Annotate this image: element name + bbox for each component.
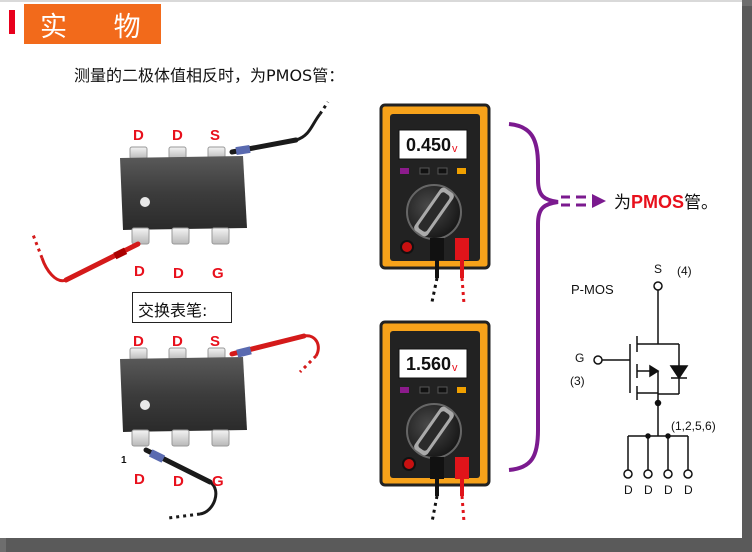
schematic-drain-pins: (1,2,5,6) [671, 419, 716, 433]
slide-shadow-right [742, 6, 752, 552]
chip-bottom-pin [171, 429, 190, 447]
chip-bottom-label-pin-4: D [134, 471, 145, 488]
chip-bottom-label-pin-1: D [133, 333, 144, 350]
schematic-drain-label-4: D [684, 483, 693, 497]
meter-bottom-reading: 1.560 [406, 354, 452, 374]
chip-bottom [120, 347, 247, 447]
curly-brace [508, 122, 559, 472]
chip-top-label-pin-6: G [212, 265, 224, 282]
schematic-type-label: P-MOS [571, 282, 614, 297]
source-terminal [653, 281, 663, 291]
probe-black-top [229, 101, 330, 156]
title-banner [24, 4, 161, 44]
chip-bottom-label-pin-2: D [172, 333, 183, 350]
chip-top-pin [129, 146, 148, 160]
chip-top [120, 146, 247, 245]
chip-top-label-pin-4: D [134, 263, 145, 280]
chip-top-label-pin-5: D [173, 265, 184, 282]
gate-terminal [593, 355, 603, 365]
result-suffix: 管。 [684, 193, 719, 213]
result-prefix: 为 [614, 193, 631, 213]
chip-top-dot [140, 197, 150, 207]
slide-title: 实 物 [40, 12, 160, 43]
multimeter-top [379, 103, 491, 305]
result-text: 为PMOS管。 [614, 188, 718, 213]
chip-top-label-pin-3: S [210, 127, 221, 144]
arrow-icon [561, 194, 606, 208]
chip-top-pin [131, 227, 150, 245]
probe-red-top [30, 231, 141, 283]
schematic-drain-label-2: D [644, 483, 653, 497]
chip-bottom-label-pin-6: G [212, 473, 224, 490]
chip-bottom-body [120, 357, 247, 432]
chip-bottom-pin1-marker: 1 [121, 455, 127, 466]
chip-bottom-pin [131, 429, 150, 447]
schematic-source-pin: (4) [677, 264, 692, 278]
probe-red-bottom [229, 333, 320, 374]
result-highlight: PMOS [631, 192, 685, 212]
meter-top-unit: v [452, 143, 458, 155]
schematic-source-label: S [654, 262, 663, 276]
multimeter-bottom [379, 320, 491, 523]
chip-bottom-dot [140, 400, 150, 410]
slide: 实 物 测量的二极体值相反时，为PMOS管： [0, 0, 742, 538]
chip-bottom-label-pin-3: S [210, 333, 221, 350]
meter-bottom-unit: v [452, 362, 458, 374]
chip-bottom-pin [211, 429, 230, 447]
schematic-gate-label: G [575, 351, 585, 365]
illustration-canvas [30, 101, 693, 523]
swap-probes-box [132, 292, 232, 323]
red-accent-mark [9, 10, 15, 34]
pmos-schematic [593, 281, 693, 479]
chip-top-pin [211, 227, 230, 245]
schematic-drain-label-3: D [664, 483, 673, 497]
schematic-gate-pin: (3) [570, 374, 585, 388]
meter-top-reading: 0.450 [406, 135, 452, 155]
chip-top-label-pin-2: D [172, 127, 183, 144]
intro-text: 测量的二极体值相反时，为PMOS管： [74, 66, 345, 85]
chip-bottom-label-pin-5: D [173, 473, 184, 490]
probe-black-bottom [143, 447, 218, 520]
chip-top-pin [171, 227, 190, 245]
slide-shadow-bottom [6, 538, 752, 552]
slide-top-border [0, 0, 742, 2]
schematic-drain-label-1: D [624, 483, 633, 497]
chip-top-label-pin-1: D [133, 127, 144, 144]
chip-top-body [120, 156, 247, 230]
swap-probes-label: 交换表笔: [138, 301, 208, 320]
